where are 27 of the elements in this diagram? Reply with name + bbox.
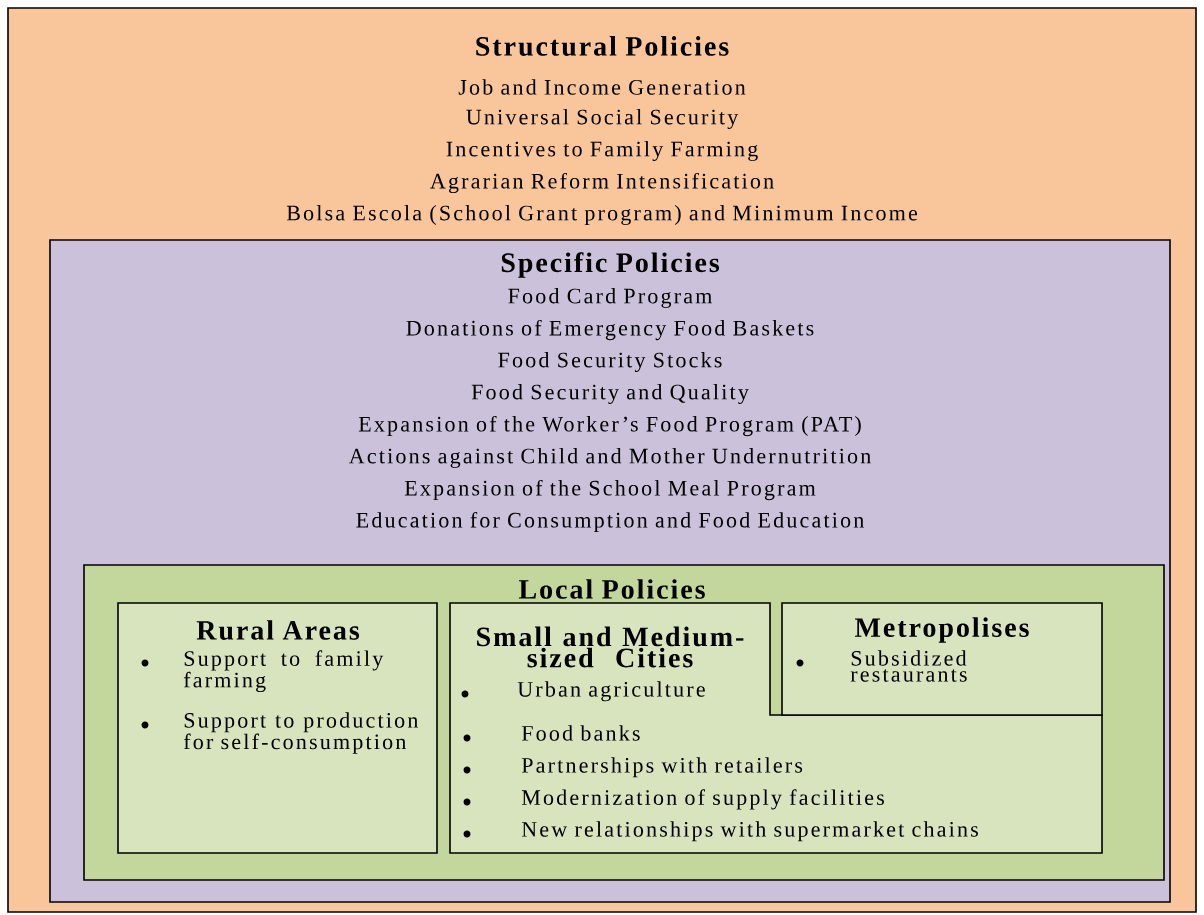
policy-item: Job and Income Generation [458, 79, 746, 95]
policy-item: Donations of Emergency Food Baskets [406, 319, 814, 341]
box-heading: Rural Areas [196, 620, 360, 640]
box-heading: Small and Medium-sized Cities [477, 626, 744, 668]
box-heading: Specific Policies [501, 252, 719, 278]
policy-item: Bolsa Escola (School Grant program) and Minimum Income [286, 205, 918, 225]
bullet-item: Modernization of supply facilities [463, 789, 884, 810]
policy-item: Expansion of the Worker’s Food Program (PAT) [358, 415, 861, 437]
policy-item: Food Card Program [508, 288, 712, 308]
box-heading: Local Policies [518, 579, 705, 599]
bullet-item: New relationships with supermarket chains [463, 821, 978, 842]
policy-item: Incentives to Family Farming [446, 141, 758, 161]
box-heading: Metropolises [855, 617, 1029, 643]
policy-item: Agrarian Reform Intensification [430, 172, 774, 194]
box-heading: Structural Policies [476, 36, 729, 56]
policy-item: Universal Social Security [466, 109, 739, 129]
bullet-item: Partnerships with retailers [463, 757, 803, 778]
bullet-item: Subsidized restaurants [796, 650, 967, 682]
bullet-item: Urban agriculture [461, 681, 705, 702]
policy-item: Expansion of the School Meal Program [404, 479, 816, 501]
bullet-item: Support to production for self-consumption [141, 712, 418, 754]
bullet-item: Food banks [463, 725, 640, 742]
bullet-item: Support to family farming [141, 650, 384, 693]
policy-item: Actions against Child and Mother Undernutrition [349, 448, 871, 468]
policy-item: Food Security and Quality [471, 384, 749, 404]
policy-item: Food Security Stocks [498, 352, 722, 372]
policy-item: Education for Consumption and Food Education [356, 511, 864, 533]
